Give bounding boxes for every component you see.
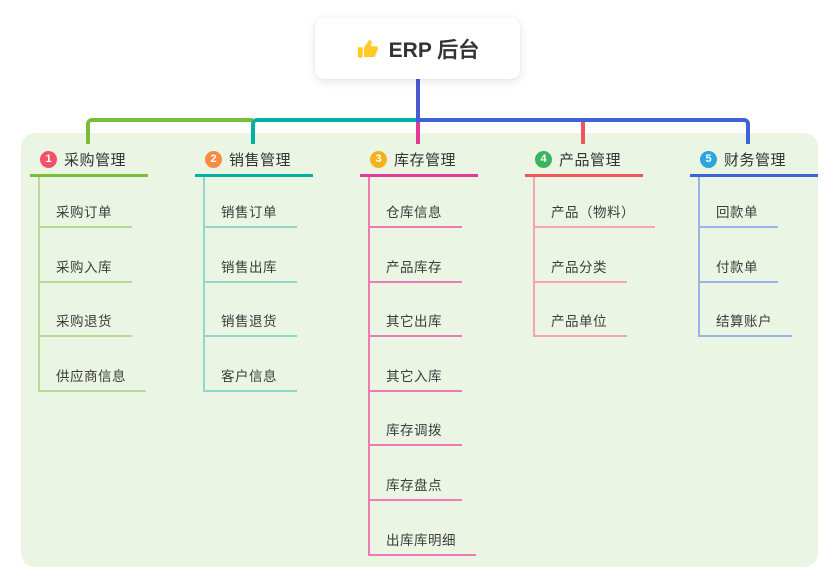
child-label: 采购入库	[56, 259, 112, 275]
child-label: 采购退货	[56, 314, 112, 330]
child-label: 销售订单	[221, 205, 277, 220]
child-node[interactable]: 产品单位	[535, 283, 627, 338]
child-node[interactable]: 出库库明细	[370, 501, 476, 556]
child-node[interactable]: 采购订单	[40, 177, 132, 228]
child-label: 其它入库	[386, 368, 442, 384]
child-node[interactable]: 产品（物料）	[535, 177, 655, 228]
child-label: 产品单位	[551, 314, 607, 330]
child-node[interactable]: 供应商信息	[40, 337, 146, 392]
child-label: 客户信息	[221, 368, 277, 384]
child-node[interactable]: 库存盘点	[370, 446, 462, 501]
child-node[interactable]: 产品库存	[370, 228, 462, 283]
child-label: 销售退货	[221, 314, 277, 330]
branch-badge: 1	[40, 151, 57, 168]
child-node[interactable]: 客户信息	[205, 337, 297, 392]
child-label: 供应商信息	[56, 368, 126, 384]
child-label: 出库库明细	[386, 532, 456, 548]
branch-label: 财务管理	[724, 152, 787, 169]
branch-node-4[interactable]: 4 产品管理	[525, 145, 643, 177]
child-label: 产品（物料）	[551, 205, 635, 220]
branch-badge: 2	[205, 151, 222, 168]
child-node[interactable]: 产品分类	[535, 228, 627, 283]
branch-badge: 3	[370, 151, 387, 168]
child-node[interactable]: 付款单	[700, 228, 778, 283]
child-label: 仓库信息	[386, 205, 442, 220]
child-label: 其它出库	[386, 314, 442, 330]
branch-column-5: 5 财务管理回款单付款单结算账户	[690, 145, 818, 338]
connector-branch-5	[416, 118, 750, 144]
branch-children: 回款单付款单结算账户	[698, 177, 792, 338]
child-label: 回款单	[716, 205, 758, 220]
root-node[interactable]: ERP 后台	[315, 18, 520, 79]
child-label: 库存调拨	[386, 423, 442, 439]
branch-node-5[interactable]: 5 财务管理	[690, 145, 818, 177]
child-node[interactable]: 其它出库	[370, 283, 462, 338]
branch-column-1: 1 采购管理采购订单采购入库采购退货供应商信息	[30, 145, 148, 392]
branch-children: 采购订单采购入库采购退货供应商信息	[38, 177, 146, 392]
branch-children: 销售订单销售出库销售退货客户信息	[203, 177, 297, 392]
child-node[interactable]: 其它入库	[370, 337, 462, 392]
branch-label: 销售管理	[229, 152, 292, 169]
child-node[interactable]: 回款单	[700, 177, 778, 228]
branch-label: 产品管理	[559, 152, 622, 169]
child-label: 销售出库	[221, 259, 277, 275]
child-node[interactable]: 库存调拨	[370, 392, 462, 447]
child-node[interactable]: 销售订单	[205, 177, 297, 228]
branch-label: 库存管理	[394, 152, 457, 169]
branch-column-2: 2 销售管理销售订单销售出库销售退货客户信息	[195, 145, 313, 392]
child-node[interactable]: 结算账户	[700, 283, 792, 338]
child-label: 库存盘点	[386, 477, 442, 493]
branch-node-3[interactable]: 3 库存管理	[360, 145, 478, 177]
child-label: 付款单	[716, 259, 758, 275]
child-label: 结算账户	[716, 314, 772, 330]
root-label: ERP 后台	[388, 38, 480, 62]
child-node[interactable]: 采购退货	[40, 283, 132, 338]
child-label: 产品库存	[386, 259, 442, 275]
connector-root-line	[416, 78, 420, 119]
connector-branch-4	[581, 122, 585, 144]
branch-column-3: 3 库存管理仓库信息产品库存其它出库其它入库库存调拨库存盘点出库库明细	[360, 145, 478, 556]
connector-branch-2	[251, 118, 416, 144]
connector-branch-3	[416, 122, 420, 144]
branch-badge: 5	[700, 151, 717, 168]
branch-label: 采购管理	[64, 152, 127, 169]
branch-column-4: 4 产品管理产品（物料） 产品分类产品单位	[525, 145, 655, 338]
connector-branch-1	[86, 118, 253, 144]
thumbs-up-icon	[356, 37, 380, 61]
child-label: 采购订单	[56, 205, 112, 220]
child-node[interactable]: 仓库信息	[370, 177, 462, 228]
branch-children: 仓库信息产品库存其它出库其它入库库存调拨库存盘点出库库明细	[368, 177, 476, 556]
branch-node-2[interactable]: 2 销售管理	[195, 145, 313, 177]
child-label: 产品分类	[551, 259, 607, 275]
branch-badge: 4	[535, 151, 552, 168]
child-node[interactable]: 销售退货	[205, 283, 297, 338]
child-node[interactable]: 销售出库	[205, 228, 297, 283]
branch-node-1[interactable]: 1 采购管理	[30, 145, 148, 177]
mindmap-panel	[21, 133, 818, 567]
child-node[interactable]: 采购入库	[40, 228, 132, 283]
branch-children: 产品（物料） 产品分类产品单位	[533, 177, 655, 338]
